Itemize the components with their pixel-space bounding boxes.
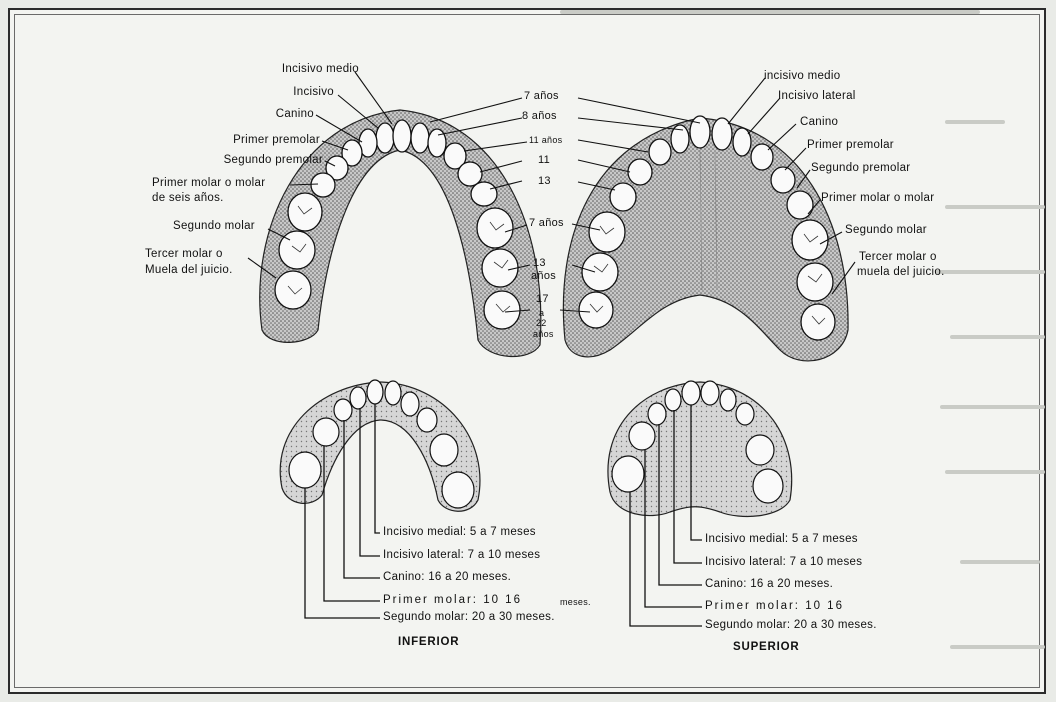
age-label-22: 22 bbox=[536, 318, 547, 328]
label-sup-segundo-molar: Segundo molar: 20 a 30 meses. bbox=[705, 619, 877, 631]
age-label-a: a bbox=[539, 308, 544, 318]
label-sup-incisivo-medial: Incisivo medial: 5 a 7 meses bbox=[705, 533, 858, 545]
label-lower-primer-molar: Primer molar o molar bbox=[152, 177, 265, 189]
permanent-lower-arch bbox=[260, 110, 541, 356]
age-label-17: 17 bbox=[536, 293, 549, 305]
label-upper-incisivo-lateral: Incisivo lateral bbox=[778, 90, 856, 102]
label-upper-tercer-molar: Tercer molar o bbox=[859, 251, 937, 263]
label-upper-primer-premolar: Primer premolar bbox=[807, 139, 894, 151]
age-label-anos-end: años bbox=[533, 329, 554, 339]
label-inf-incisivo-medial: Incisivo medial: 5 a 7 meses bbox=[383, 526, 536, 538]
age-label-8: 8 años bbox=[522, 110, 557, 122]
label-upper-segundo-molar: Segundo molar bbox=[845, 224, 927, 236]
label-sup-incisivo-lateral: Incisivo lateral: 7 a 10 meses bbox=[705, 556, 862, 568]
label-upper-muela-juicio: muela del juicio. bbox=[857, 266, 945, 278]
age-label-13-molar: 13 bbox=[533, 257, 546, 269]
label-lower-canino: Canino bbox=[276, 108, 314, 120]
label-lower-seis-anos: de seis años. bbox=[152, 192, 224, 204]
label-inf-incisivo-lateral: Incisivo lateral: 7 a 10 meses bbox=[383, 549, 540, 561]
label-lower-incisivo: Incisivo bbox=[293, 86, 334, 98]
label-lower-tercer-molar: Tercer molar o bbox=[145, 248, 223, 260]
deciduous-superior-arch bbox=[608, 381, 792, 516]
label-lower-incisivo-medio: Incisivo medio bbox=[282, 63, 359, 75]
age-label-7: 7 años bbox=[524, 90, 559, 102]
label-inf-segundo-molar: Segundo molar: 20 a 30 meses. bbox=[383, 611, 555, 623]
label-inf-primer-molar-meses: meses. bbox=[560, 597, 591, 607]
label-upper-segundo-premolar: Segundo premolar bbox=[811, 162, 910, 174]
label-sup-canino: Canino: 16 a 20 meses. bbox=[705, 578, 833, 590]
age-label-11-anos: 11 años bbox=[529, 135, 562, 145]
age-label-11: 11 bbox=[538, 154, 550, 166]
age-label-13: 13 bbox=[538, 175, 551, 187]
label-upper-canino: Canino bbox=[800, 116, 838, 128]
inferior-caption: INFERIOR bbox=[398, 636, 459, 648]
label-lower-primer-premolar: Primer premolar bbox=[233, 134, 320, 146]
label-upper-primer-molar: Primer molar o molar bbox=[821, 192, 934, 204]
label-lower-segundo-premolar: Segundo premolar bbox=[224, 154, 323, 166]
label-upper-incisivo-medio: incisivo medio bbox=[764, 70, 840, 82]
label-lower-muela-juicio: Muela del juicio. bbox=[145, 264, 233, 276]
permanent-upper-arch bbox=[563, 116, 848, 361]
label-sup-primer-molar: Primer molar: 10 16 bbox=[705, 600, 844, 612]
age-label-7-molar: 7 años bbox=[529, 217, 564, 229]
label-inf-primer-molar: Primer molar: 10 16 bbox=[383, 594, 522, 606]
age-label-anos: años bbox=[531, 270, 556, 282]
label-inf-canino: Canino: 16 a 20 meses. bbox=[383, 571, 511, 583]
deciduous-inferior-arch bbox=[280, 380, 480, 511]
superior-caption: SUPERIOR bbox=[733, 641, 799, 653]
label-lower-segundo-molar: Segundo molar bbox=[173, 220, 255, 232]
